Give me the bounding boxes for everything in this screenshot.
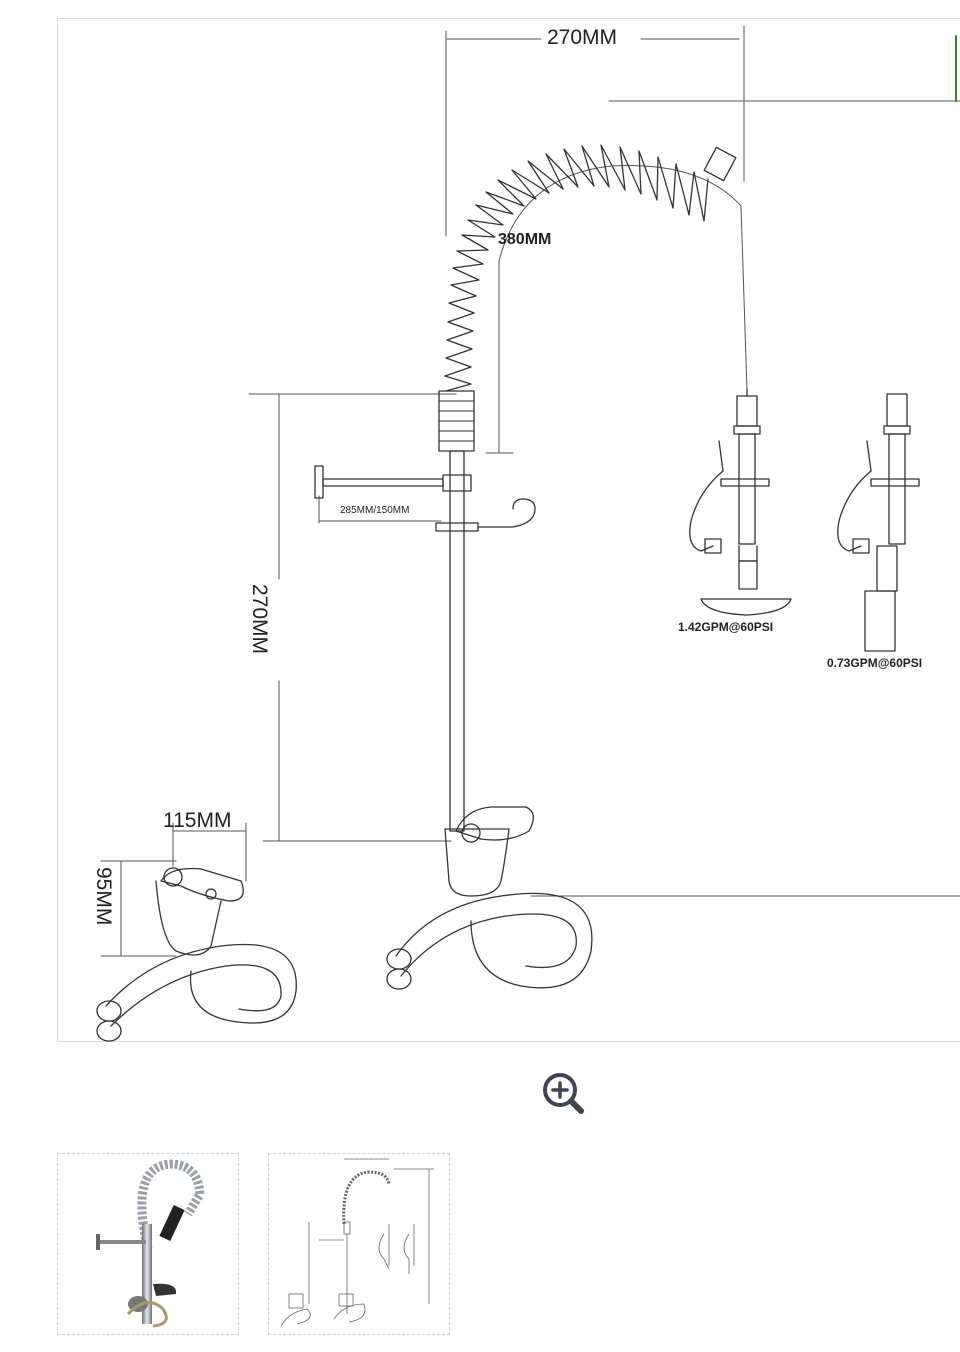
dimension-lines: [100, 25, 960, 957]
arm-length-label: 285MM/150MM: [340, 505, 409, 516]
thumbnail-drawing[interactable]: [268, 1153, 450, 1335]
mixer-body-side: [96, 867, 297, 1042]
zoom-in-button[interactable]: [540, 1071, 586, 1117]
hose-hook: [477, 498, 536, 528]
mixer-body-center: [386, 806, 593, 990]
pot-filler-arm: [322, 478, 444, 487]
spray-head-2-flow-label: 0.73GPM@60PSI: [827, 656, 922, 670]
base-height-label: 95MM: [92, 867, 115, 925]
base-width-label: 115MM: [163, 809, 231, 832]
faucet-column: [449, 450, 465, 832]
top-width-label: 270MM: [547, 26, 617, 49]
faucet-technical-drawing: 270MM 380MM 285MM/150MM 270MM 115MM 95MM…: [92, 25, 960, 1042]
spring-length-label: 380MM: [498, 231, 551, 248]
thumbnail-photo[interactable]: [57, 1153, 239, 1335]
faucet-drawing-thumbnail-icon: [280, 1158, 434, 1327]
spray-head-2: [837, 393, 920, 652]
spring-coil: [444, 144, 709, 392]
faucet-photo-thumbnail-icon: [96, 1159, 205, 1328]
zoom-in-icon: [543, 1073, 584, 1114]
spray-head-1: [689, 388, 792, 616]
column-height-label: 270MM: [248, 584, 271, 654]
main-product-image[interactable]: 270MM 380MM 285MM/150MM 270MM 115MM 95MM…: [57, 18, 960, 1042]
spray-head-1-flow-label: 1.42GPM@60PSI: [678, 620, 773, 634]
